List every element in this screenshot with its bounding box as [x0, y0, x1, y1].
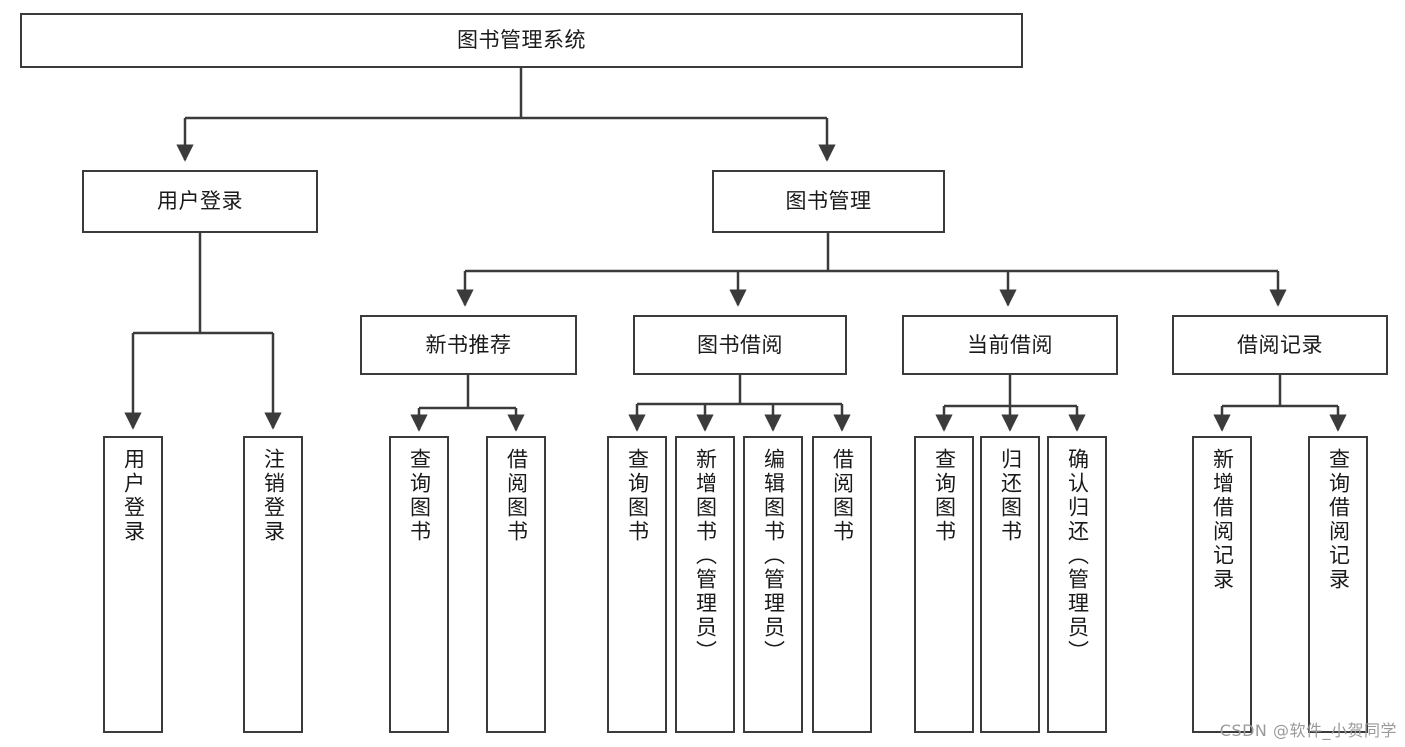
node-label: 图书管理系统 [457, 28, 586, 53]
node-label: 借阅图书 [504, 448, 529, 544]
node-current-borrow[interactable]: 当前借阅 [902, 315, 1118, 375]
node-leaf-add-record[interactable]: 新增借阅记录 [1192, 436, 1252, 733]
watermark: CSDN @软件_小贺同学 [1219, 721, 1397, 740]
node-label: 新书推荐 [425, 332, 512, 357]
node-label: 查询图书 [625, 448, 650, 544]
node-borrow-record[interactable]: 借阅记录 [1172, 315, 1388, 375]
node-leaf-add-book[interactable]: 新增图书（管理员） [675, 436, 735, 733]
node-label: 新增图书（管理员） [693, 448, 718, 664]
node-label: 归还图书 [998, 448, 1023, 544]
node-leaf-query-record[interactable]: 查询借阅记录 [1308, 436, 1368, 733]
node-label: 确认归还（管理员） [1065, 448, 1090, 664]
node-label: 查询借阅记录 [1326, 448, 1351, 592]
node-leaf-return-book[interactable]: 归还图书 [980, 436, 1040, 733]
node-leaf-logout[interactable]: 注销登录 [243, 436, 303, 733]
node-label: 编辑图书（管理员） [761, 448, 786, 664]
node-leaf-query-book-2[interactable]: 查询图书 [607, 436, 667, 733]
node-label: 查询图书 [407, 448, 432, 544]
node-label: 当前借阅 [967, 332, 1053, 357]
node-label: 用户登录 [157, 189, 243, 214]
node-label: 借阅记录 [1237, 332, 1323, 357]
node-book-borrow[interactable]: 图书借阅 [633, 315, 847, 375]
node-book-manage[interactable]: 图书管理 [712, 170, 945, 233]
node-leaf-query-book-3[interactable]: 查询图书 [914, 436, 974, 733]
node-root[interactable]: 图书管理系统 [20, 13, 1023, 68]
node-label: 借阅图书 [830, 448, 855, 544]
node-label: 图书管理 [785, 189, 872, 214]
node-label: 用户登录 [121, 448, 146, 544]
node-label: 注销登录 [261, 448, 286, 544]
node-user-login[interactable]: 用户登录 [82, 170, 318, 233]
node-leaf-edit-book[interactable]: 编辑图书（管理员） [743, 436, 803, 733]
node-label: 新增借阅记录 [1210, 448, 1235, 592]
node-new-book-rec[interactable]: 新书推荐 [360, 315, 577, 375]
node-leaf-query-book-1[interactable]: 查询图书 [389, 436, 449, 733]
node-label: 查询图书 [932, 448, 957, 544]
node-label: 图书借阅 [697, 332, 783, 357]
node-leaf-borrow-book-1[interactable]: 借阅图书 [486, 436, 546, 733]
node-leaf-borrow-book-2[interactable]: 借阅图书 [812, 436, 872, 733]
node-leaf-confirm-return[interactable]: 确认归还（管理员） [1047, 436, 1107, 733]
node-leaf-user-login[interactable]: 用户登录 [103, 436, 163, 733]
